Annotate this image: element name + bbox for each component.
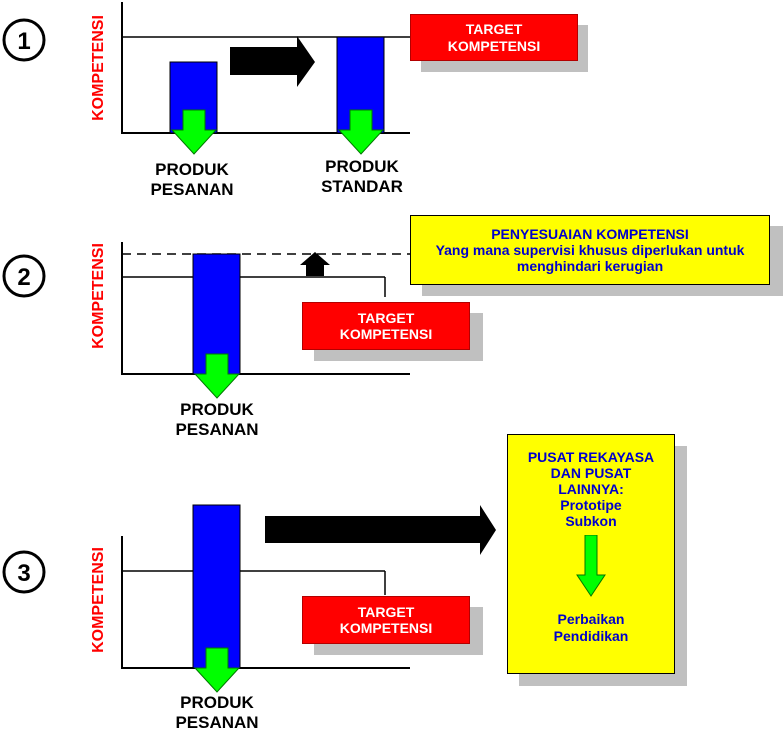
section-3-center-box: PUSAT REKAYASA DAN PUSAT LAINNYA: Protot… xyxy=(507,434,675,674)
section-2-number: 2 xyxy=(17,264,30,291)
section-1-y-axis-label: KOMPETENSI xyxy=(90,15,107,121)
section-1-bar-label-standar: PRODUK STANDAR xyxy=(300,157,424,198)
section-2-bar-label-pesanan: PRODUK PESANAN xyxy=(155,400,279,441)
down-arrow-icon xyxy=(576,535,606,598)
section-1-number-circle xyxy=(2,18,46,62)
section-2-note-line-3: menghindari kerugian xyxy=(516,258,664,275)
section-2-up-arrow-icon xyxy=(300,252,330,276)
section-1-bar-label-standar-line-2: STANDAR xyxy=(321,177,403,197)
section-3-bar-label-line-2: PESANAN xyxy=(175,713,259,733)
section-1-bar-label-standar-line-1: PRODUK xyxy=(325,157,399,176)
section-3-bar-label-line-1: PRODUK xyxy=(180,693,254,712)
section-3-number-circle xyxy=(2,550,46,594)
section-3-target-line-2: KOMPETENSI xyxy=(339,620,433,636)
section-3-center-item-2: Subkon xyxy=(565,513,617,530)
section-3-center-result-2: Pendidikan xyxy=(553,627,629,644)
section-3-y-axis-label: KOMPETENSI xyxy=(90,547,107,653)
section-2-target-box: TARGET KOMPETENSI xyxy=(302,302,470,350)
section-1-target-line-1: TARGET xyxy=(465,21,523,38)
section-3-center-heading-1: PUSAT REKAYASA xyxy=(527,449,655,465)
section-2-adjustment-note: PENYESUAIAN KOMPETENSI Yang mana supervi… xyxy=(410,215,770,285)
section-1-target-box: TARGET KOMPETENSI xyxy=(410,14,578,61)
section-3-bar-pesanan xyxy=(192,504,241,669)
section-1-target-line-2: KOMPETENSI xyxy=(447,37,541,54)
section-2-target-line-1: TARGET xyxy=(357,309,415,326)
section-3-number: 3 xyxy=(17,560,30,587)
section-2: 2 KOMPETENSI xyxy=(2,242,412,399)
section-1: 1 KOMPETENSI xyxy=(2,2,410,155)
section-1-bar-label-pesanan-line-2: PESANAN xyxy=(150,180,234,200)
section-2-note-line-1: PENYESUAIAN KOMPETENSI xyxy=(491,225,689,242)
section-3-center-heading-3: LAINNYA: xyxy=(558,481,624,498)
section-2-bar-label-line-1: PRODUK xyxy=(180,400,254,419)
section-3-target-line-1: TARGET xyxy=(357,603,415,620)
section-1-bar-label-pesanan-line-1: PRODUK xyxy=(155,160,229,179)
section-3-right-arrow-icon xyxy=(265,505,496,555)
section-2-number-circle xyxy=(2,254,46,298)
section-3: 3 KOMPETENSI xyxy=(2,504,496,693)
section-2-note-line-2: Yang mana supervisi khusus diperlukan un… xyxy=(435,241,745,258)
section-2-target-line-2: KOMPETENSI xyxy=(339,326,433,342)
section-3-center-heading-2: DAN PUSAT xyxy=(550,465,632,482)
section-3-center-result-1: Perbaikan xyxy=(557,611,625,628)
section-1-bar-label-pesanan: PRODUK PESANAN xyxy=(130,160,254,201)
section-1-right-arrow-icon xyxy=(230,36,315,87)
section-2-bar-label-line-2: PESANAN xyxy=(175,420,259,440)
section-2-y-axis-label: KOMPETENSI xyxy=(90,243,107,349)
section-1-number: 1 xyxy=(17,28,30,55)
section-3-center-item-1: Prototipe xyxy=(560,497,622,514)
section-3-bar-label-pesanan: PRODUK PESANAN xyxy=(155,693,279,734)
section-3-target-box: TARGET KOMPETENSI xyxy=(302,596,470,644)
